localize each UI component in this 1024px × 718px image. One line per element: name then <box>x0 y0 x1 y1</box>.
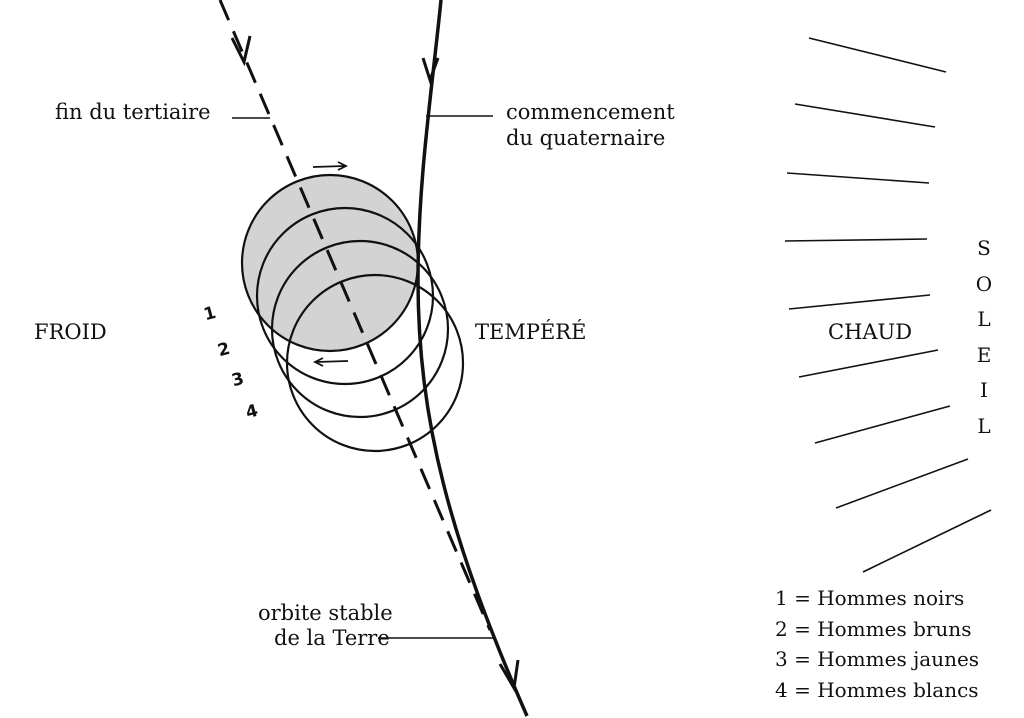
tertiary-orbit-dashed <box>218 0 492 631</box>
label-orbite-1: orbite stable <box>258 601 393 625</box>
label-fin-tertiaire: fin du tertiaire <box>55 100 211 124</box>
legend: 1 = Hommes noirs 2 = Hommes bruns 3 = Ho… <box>775 583 979 705</box>
rotation-arrow-top <box>312 161 349 171</box>
soleil-letter: S <box>977 236 991 260</box>
label-commencement-1: commencement <box>506 100 675 124</box>
label-tempere: TEMPÉRÉ <box>475 320 587 344</box>
label-froid: FROID <box>34 320 107 344</box>
soleil-letter: O <box>975 271 993 296</box>
legend-item: 2 = Hommes bruns <box>775 616 972 641</box>
earth-circle-3 <box>270 239 450 419</box>
rotation-arrow-bottom <box>312 357 349 367</box>
soleil-letter: I <box>980 378 988 402</box>
soleil-vertical-label: S O L E I L <box>974 236 994 449</box>
label-chaud: CHAUD <box>828 320 913 344</box>
legend-item: 4 = Hommes blancs <box>775 677 979 702</box>
legend-item: 3 = Hommes jaunes <box>775 647 980 671</box>
soleil-letter: L <box>977 307 991 331</box>
solid-arrow-head-bottom <box>498 659 520 693</box>
quaternary-orbit-solid <box>416 0 529 717</box>
legend-item: 1 = Hommes noirs <box>775 586 965 610</box>
soleil-letter: L <box>977 413 991 438</box>
soleil-letter: E <box>976 342 992 367</box>
earth-circle-4 <box>285 273 465 453</box>
earth-circle-1 <box>240 173 420 353</box>
sun-rays <box>784 37 992 573</box>
dashed-arrow-head <box>230 35 252 67</box>
label-commencement-2: du quaternaire <box>506 126 666 150</box>
label-orbite-2: de la Terre <box>274 626 390 650</box>
solid-arrow-head-top <box>421 57 440 85</box>
